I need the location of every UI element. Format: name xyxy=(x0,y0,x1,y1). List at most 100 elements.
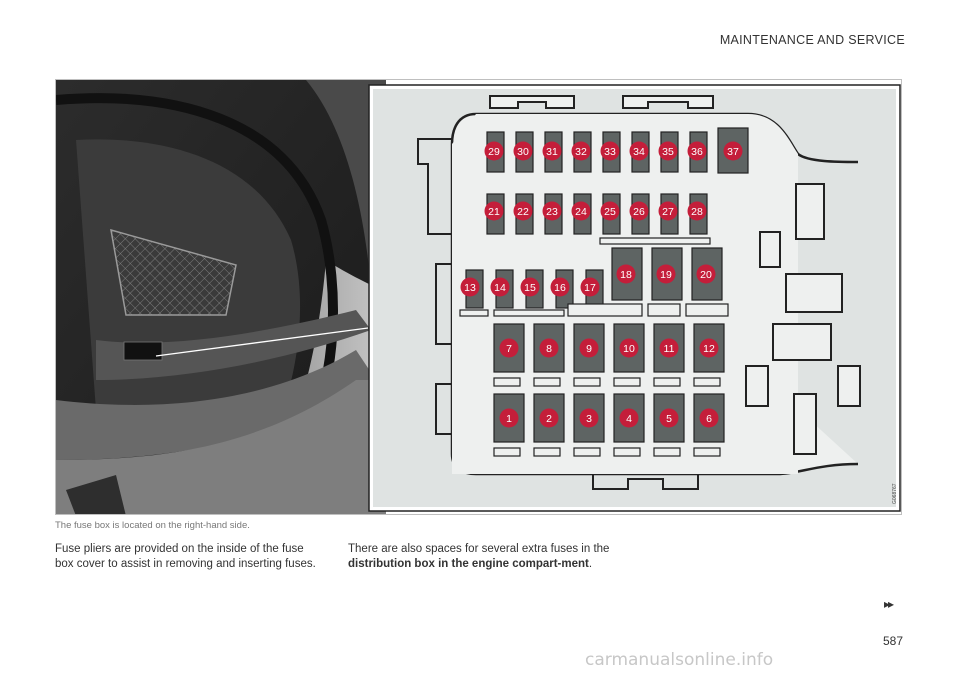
fuse-26: 26 xyxy=(629,193,650,235)
fuse-label: 35 xyxy=(662,146,674,158)
fuse-slot xyxy=(647,303,681,317)
fuse-label: 26 xyxy=(633,206,645,218)
fuse-label: 27 xyxy=(662,206,674,218)
fuse-20: 20 xyxy=(691,247,723,301)
fuse-label: 34 xyxy=(633,146,645,158)
fuse-label: 29 xyxy=(488,146,500,158)
fuse-label: 23 xyxy=(546,206,558,218)
fuse-16: 16 xyxy=(550,269,574,309)
continued-marker: ▸▸ xyxy=(884,597,894,611)
fuse-label: 21 xyxy=(488,206,500,218)
fuse-label: 11 xyxy=(664,343,675,355)
fuse-slot xyxy=(685,303,729,317)
fuse-12: 12 xyxy=(693,323,725,373)
fuse-37: 37 xyxy=(717,127,749,174)
fuse-label: 22 xyxy=(517,206,529,218)
fuse-slot xyxy=(653,447,681,457)
fuse-label: 19 xyxy=(660,269,672,281)
fuse-slot xyxy=(533,377,561,387)
fuse-14: 14 xyxy=(490,269,514,309)
fuse-slot xyxy=(573,377,601,387)
fuse-label: 10 xyxy=(623,343,635,355)
fuse-22: 22 xyxy=(513,193,534,235)
fuse-label: 15 xyxy=(524,282,536,294)
fuse-label: 32 xyxy=(575,146,587,158)
fuse-19: 19 xyxy=(651,247,683,301)
page-number: 587 xyxy=(882,634,903,648)
fuse-8: 8 xyxy=(533,323,565,373)
fuse-label: 13 xyxy=(464,282,476,294)
fuse-33: 33 xyxy=(600,131,621,173)
fuse-17: 17 xyxy=(580,269,604,309)
fuse-6: 6 xyxy=(693,393,725,443)
fuse-slot xyxy=(613,377,641,387)
fuse-35: 35 xyxy=(658,131,679,173)
fuse-label: 31 xyxy=(546,146,558,158)
fuse-5: 5 xyxy=(653,393,685,443)
fuse-slot xyxy=(573,447,601,457)
fuse-24: 24 xyxy=(571,193,592,235)
fuse-4: 4 xyxy=(613,393,645,443)
fuse-28: 28 xyxy=(687,193,708,235)
fuse-label: 2 xyxy=(546,413,552,425)
image-code: G068767 xyxy=(892,483,898,504)
fuse-label: 6 xyxy=(706,413,712,425)
fuse-23: 23 xyxy=(542,193,563,235)
fuse-slot xyxy=(693,377,721,387)
fuse-label: 37 xyxy=(727,146,739,158)
fuse-label: 7 xyxy=(506,343,512,355)
paragraph-2-end: . xyxy=(588,557,593,570)
fuse-11: 11 xyxy=(653,323,685,373)
fuse-7: 7 xyxy=(493,323,525,373)
fuse-29: 29 xyxy=(484,131,505,173)
paragraph-2-text: There are also spaces for several extra … xyxy=(348,543,610,555)
watermark: carmanualsonline.info xyxy=(585,650,774,670)
fuse-label: 16 xyxy=(554,282,566,294)
body-paragraph-2: There are also spaces for several extra … xyxy=(348,542,613,571)
fuse-label: 1 xyxy=(506,413,512,425)
fuse-slot xyxy=(493,377,521,387)
fuse-slot xyxy=(459,309,489,317)
fuse-31: 31 xyxy=(542,131,563,173)
fuse-1: 1 xyxy=(493,393,525,443)
fuse-13: 13 xyxy=(460,269,484,309)
fuse-slot xyxy=(567,303,643,317)
fuse-18: 18 xyxy=(611,247,643,301)
fuse-label: 33 xyxy=(604,146,616,158)
fuse-slot xyxy=(493,447,521,457)
fuse-30: 30 xyxy=(513,131,534,173)
fuse-32: 32 xyxy=(571,131,592,173)
fuse-21: 21 xyxy=(484,193,505,235)
fuse-27: 27 xyxy=(658,193,679,235)
fuse-label: 5 xyxy=(666,413,672,425)
fuse-label: 20 xyxy=(700,269,712,281)
fuse-label: 8 xyxy=(546,343,552,355)
fuse-10: 10 xyxy=(613,323,645,373)
fuse-label: 24 xyxy=(575,206,587,218)
fuse-slot xyxy=(599,237,711,245)
fuse-label: 17 xyxy=(584,282,596,294)
fuse-15: 15 xyxy=(520,269,544,309)
figure-caption: The fuse box is located on the right-han… xyxy=(55,520,250,531)
fuse-34: 34 xyxy=(629,131,650,173)
fuse-label: 3 xyxy=(586,413,592,425)
fuse-label: 28 xyxy=(691,206,703,218)
body-paragraph-1: Fuse pliers are provided on the inside o… xyxy=(55,543,316,570)
fuse-label: 30 xyxy=(517,146,529,158)
fuse-slot xyxy=(533,447,561,457)
fuse-label: 18 xyxy=(620,269,632,281)
fuse-slot xyxy=(693,447,721,457)
section-header: MAINTENANCE AND SERVICE xyxy=(719,33,905,47)
trunk-photo xyxy=(56,80,386,514)
fuse-3: 3 xyxy=(573,393,605,443)
fuse-slot xyxy=(613,447,641,457)
fuse-label: 36 xyxy=(691,146,703,158)
fuse-36: 36 xyxy=(687,131,708,173)
fuse-label: 9 xyxy=(586,343,592,355)
fuse-9: 9 xyxy=(573,323,605,373)
fuse-slot xyxy=(493,309,565,317)
fuse-label: 12 xyxy=(703,343,715,355)
fuse-label: 14 xyxy=(494,282,506,294)
